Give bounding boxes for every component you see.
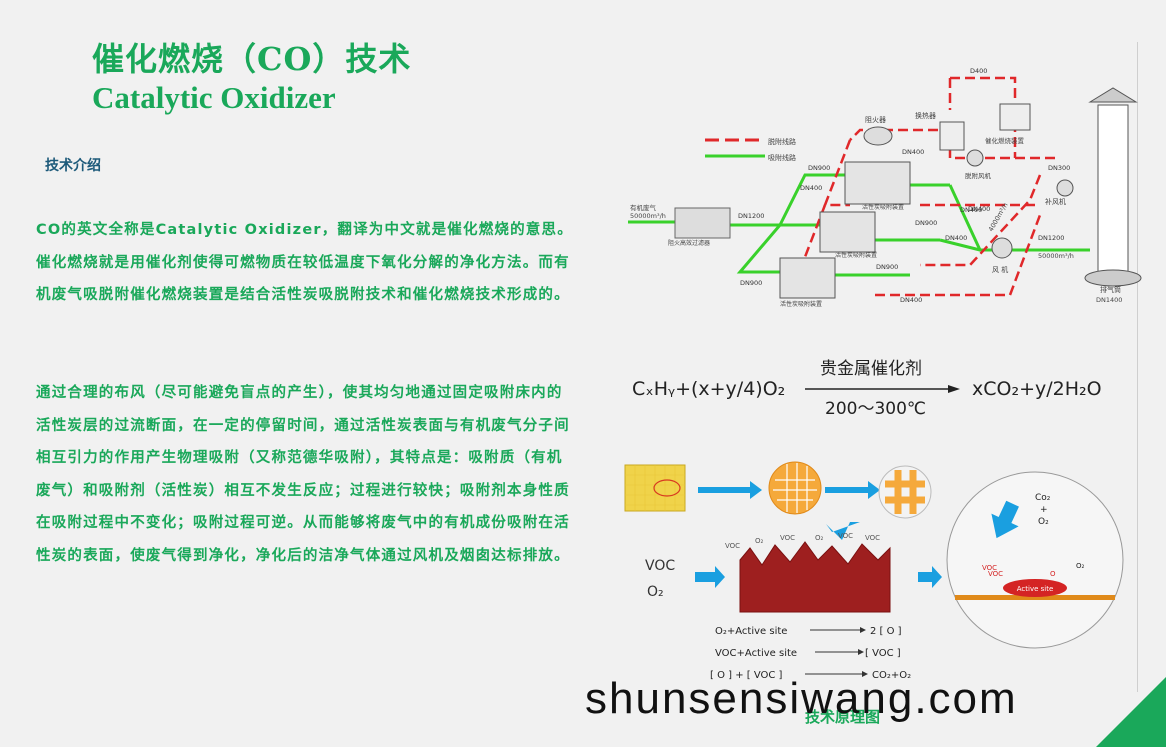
pipe-label: DN900 <box>740 279 762 287</box>
heat-exchanger-label: 换热器 <box>915 111 936 120</box>
pipe-label: DN400 <box>968 205 990 213</box>
active-site-label: Active site <box>1017 585 1054 593</box>
svg-text:O₂: O₂ <box>815 534 824 542</box>
process-flow-diagram: 脱附线路 吸附线路 <box>628 67 1142 308</box>
equation-temp: 200～300℃ <box>825 399 926 419</box>
svg-text:VOC: VOC <box>838 532 853 540</box>
divider <box>1137 42 1138 692</box>
catalytic-unit-label: 催化燃烧装置 <box>985 136 1025 145</box>
svg-text:VOC: VOC <box>780 534 795 542</box>
pipe-label: DN400 <box>800 184 822 192</box>
co2-label: Co₂ <box>1035 493 1051 503</box>
pipe-label: DN1200 <box>738 212 764 220</box>
reaction-equation: CₓHᵧ+(x+y/4)O₂ 贵金属催化剂 200～300℃ xCO₂+y/2H… <box>632 359 1102 419</box>
equation-right: xCO₂+y/2H₂O <box>972 378 1102 400</box>
reaction-1-left: O₂+Active site <box>715 626 787 637</box>
pipe-label: DN1200 <box>1038 234 1064 242</box>
pipe-label: DN300 <box>1048 164 1070 172</box>
inlet-flow-label: 50000m³/h <box>630 212 666 220</box>
process-paragraph: 通过合理的布风（尽可能避免盲点的产生），使其均匀地通过固定吸附床内的活性炭层的过… <box>36 385 570 564</box>
site-voc-bracket: VOC <box>988 570 1003 578</box>
inlet-label: 有机废气 <box>630 203 657 212</box>
pipe-label: DN400 <box>902 148 924 156</box>
watermark: shunsensiwang.com <box>585 674 1018 723</box>
plus-label: + <box>1040 505 1048 515</box>
stack-label: 排气筒 <box>1100 285 1121 294</box>
pipe-label: DN400 <box>960 206 982 214</box>
pipe-label: DN900 <box>876 263 898 271</box>
equation-left: CₓHᵧ+(x+y/4)O₂ <box>632 378 785 400</box>
pipe-label: DN900 <box>915 219 937 227</box>
main-fan-label: 风 机 <box>992 265 1008 274</box>
pipe-label: DN400 <box>945 234 967 242</box>
stack-dn-label: DN1400 <box>1096 296 1122 304</box>
svg-text:VOC: VOC <box>865 534 880 542</box>
legend-desorb-label: 脱附线路 <box>768 137 796 146</box>
carbon-bed-3-label: 活性炭吸附装置 <box>780 300 822 308</box>
section-label: 技术介绍 <box>45 158 101 174</box>
site-voc-label: VOC <box>982 564 997 572</box>
pipe-label: D400 <box>970 67 987 75</box>
outlet-flow-label: 50000m³/h <box>1038 252 1074 260</box>
diagram-caption: 技术原理图 <box>805 708 881 726</box>
technical-diagram: 脱附线路 吸附线路 <box>624 67 1142 681</box>
desorb-fan-label: 脱附风机 <box>965 171 992 180</box>
reaction-3-left: [ O ] + [ VOC ] <box>710 670 783 681</box>
flame-arrester-label: 阻火器 <box>865 115 886 124</box>
intro-paragraph: CO的英文全称是Catalytic Oxidizer，翻译为中文就是催化燃烧的意… <box>36 222 573 303</box>
pipe-label: DN400 <box>900 296 922 304</box>
reaction-3-right: CO₂+O₂ <box>872 670 911 681</box>
svg-text:O₂: O₂ <box>755 537 764 545</box>
page-title-en: Catalytic Oxidizer <box>92 80 336 115</box>
carbon-bed-1-label: 活性炭吸附装置 <box>862 203 904 211</box>
mechanism-o2-label: O₂ <box>647 584 664 600</box>
site-o-label: O <box>1050 570 1056 578</box>
svg-text:VOC: VOC <box>725 542 740 550</box>
legend-adsorb-label: 吸附线路 <box>768 153 796 162</box>
corner-decoration <box>1096 677 1166 747</box>
pipe-label: DN900 <box>808 164 830 172</box>
page-title-cn: 催化燃烧（CO）技术 <box>92 40 412 78</box>
reaction-2-left: VOC+Active site <box>715 648 797 659</box>
reaction-1-right: 2 [ O ] <box>870 626 902 637</box>
prefilter-label: 阻火高效过滤器 <box>668 239 710 247</box>
carbon-bed-2-label: 活性炭吸附装置 <box>835 251 877 259</box>
o2-product-label: O₂ <box>1038 517 1049 527</box>
equation-catalyst: 贵金属催化剂 <box>820 359 922 379</box>
o2-site-label: O₂ <box>1076 562 1085 570</box>
reaction-2-right: [ VOC ] <box>865 648 901 659</box>
mechanism-voc-label: VOC <box>645 558 675 574</box>
make-up-fan-label: 补风机 <box>1045 197 1066 206</box>
